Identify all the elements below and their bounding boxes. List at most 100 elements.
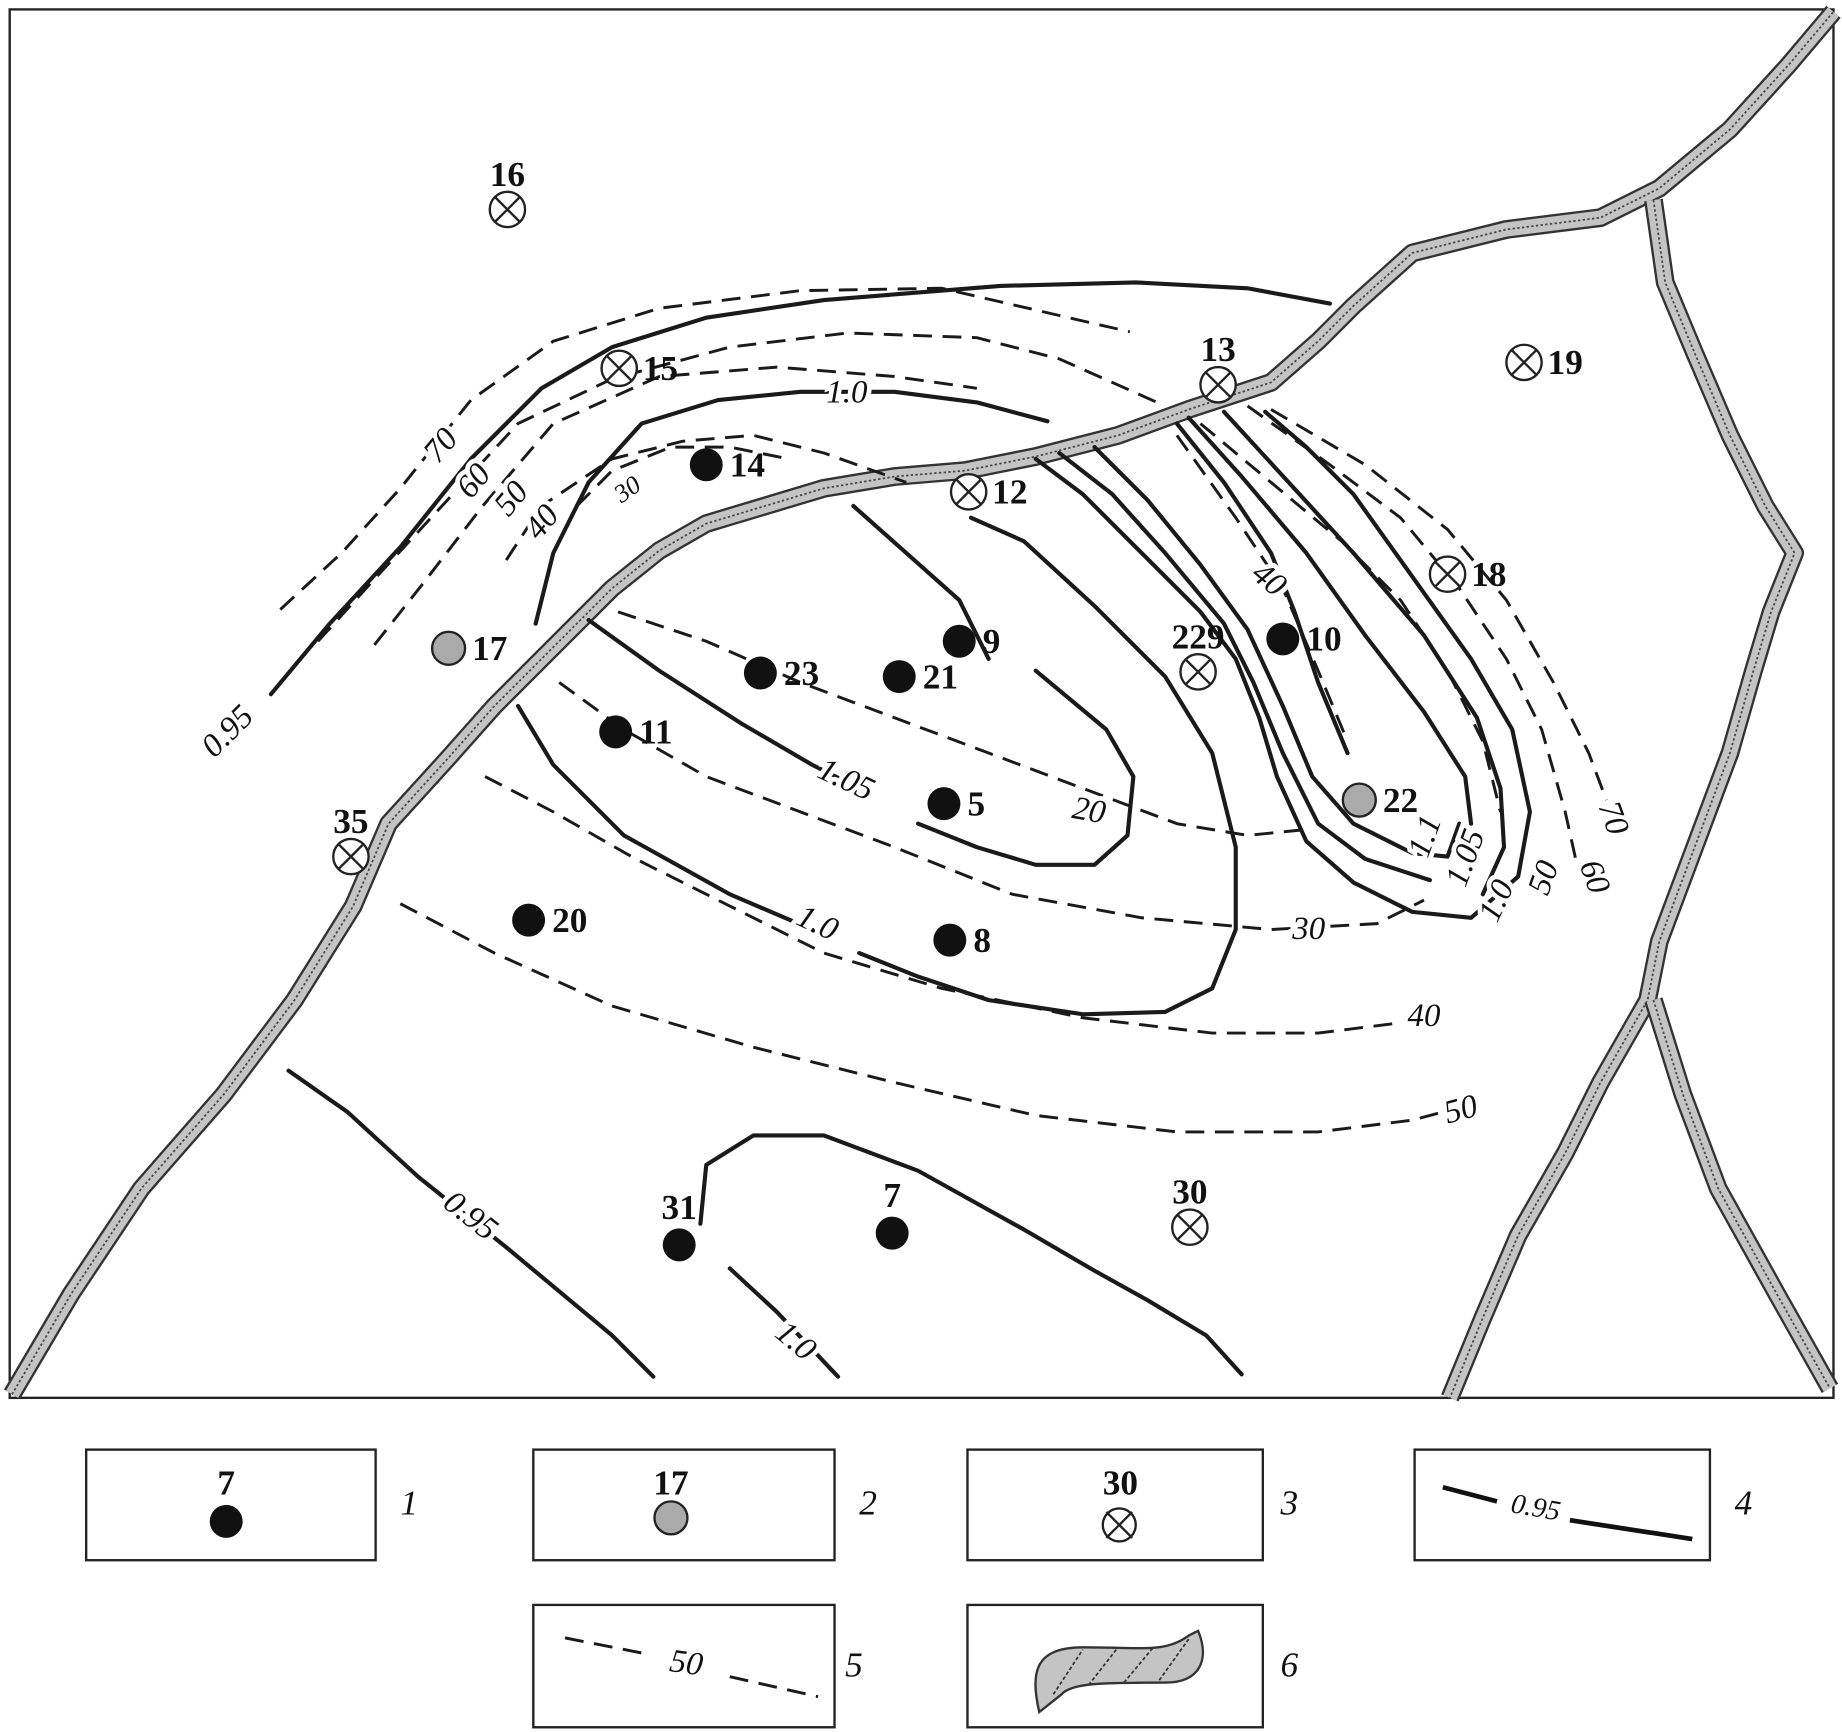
legend-item-dashed-isoline: 50 5: [532, 1603, 863, 1729]
well-label: 16: [490, 155, 525, 194]
well-crossed[interactable]: 229: [1172, 617, 1225, 691]
well-label: 17: [472, 629, 507, 668]
well-productive[interactable]: 9: [942, 622, 1001, 661]
crossed-well-icon: [488, 190, 527, 229]
isoline-label: 20: [1070, 790, 1109, 831]
legend-item-crossed-well: 30 3: [966, 1448, 1298, 1562]
well-productive[interactable]: 20: [512, 901, 587, 940]
well-label: 35: [333, 802, 368, 841]
legend-number: 5: [845, 1646, 863, 1685]
well-productive[interactable]: 8: [933, 921, 991, 960]
well-label: 7: [883, 1176, 901, 1215]
well-label: 31: [662, 1188, 697, 1227]
isoline-label: 30: [608, 470, 647, 509]
isoline-label: 50: [1521, 856, 1566, 900]
well-productive[interactable]: 7: [875, 1176, 909, 1250]
isoline-label: 60: [1572, 855, 1617, 899]
well-label: 5: [967, 784, 985, 823]
legend-item-productive-well: 7 1: [85, 1448, 418, 1562]
river-network: [3, 5, 1841, 1402]
wells: 14 9 23 21 10 11 5 20 8 31 7 17 22 16 15 13 19 12 18 229 35 3…: [332, 155, 1583, 1262]
gray-well-icon: [430, 630, 467, 666]
isoline-label: 1.05: [1439, 825, 1493, 891]
river-band: [1652, 999, 1831, 1389]
well-label: 30: [1172, 1173, 1207, 1212]
well-productive[interactable]: 23: [743, 654, 819, 693]
well-productive[interactable]: 11: [599, 713, 673, 752]
crossed-well-icon: [1505, 343, 1543, 382]
legend-number: 3: [1279, 1483, 1298, 1522]
well-crossed[interactable]: 12: [949, 473, 1027, 512]
isoline-label: 1.0: [768, 1314, 823, 1368]
legend-number: 6: [1280, 1646, 1298, 1685]
isoline-label: 40: [1408, 998, 1441, 1034]
legend-number: 2: [859, 1483, 877, 1522]
well-crossed[interactable]: 18: [1428, 555, 1506, 594]
isoline-label: 70: [417, 421, 466, 470]
well-crossed[interactable]: 15: [600, 349, 678, 388]
contour-labels: 0.95 1.0 1.05 1.1 1.05 1.0 0.95 1.0 1.0 …: [190, 370, 1641, 1373]
crossed-well-icon: [600, 349, 639, 388]
black-well-icon: [882, 660, 916, 694]
well-crossed[interactable]: 16: [488, 155, 527, 229]
well-crossed[interactable]: 30: [1171, 1173, 1209, 1247]
crossed-well-icon: [1179, 653, 1217, 691]
legend: 7 1 17 2 30 3 0.95 4 50 5: [85, 1448, 1752, 1729]
well-label: 21: [923, 657, 958, 696]
crossed-well-icon: [1101, 1507, 1137, 1543]
isoline-label: 1.05: [812, 751, 879, 808]
well-crossed[interactable]: 19: [1505, 343, 1583, 382]
river-swatch-icon: [1034, 1629, 1205, 1715]
well-crossed[interactable]: 35: [332, 802, 370, 876]
well-crossed[interactable]: 13: [1199, 330, 1237, 404]
legend-item-river: 6: [966, 1603, 1298, 1729]
legend-item-gray-well: 17 2: [532, 1448, 877, 1562]
black-well-icon: [512, 903, 546, 937]
well-label: 12: [992, 473, 1027, 512]
well-label: 15: [643, 349, 678, 388]
black-well-icon: [689, 448, 723, 482]
well-productive[interactable]: 5: [927, 784, 985, 823]
well-label: 11: [639, 713, 672, 752]
legend-sample-label: 50: [667, 1643, 705, 1683]
isoline-label: 70: [1591, 796, 1636, 840]
crossed-well-icon: [1171, 1208, 1209, 1247]
black-well-icon: [209, 1504, 243, 1538]
well-label: 13: [1200, 330, 1235, 369]
well-productive[interactable]: 14: [689, 446, 765, 485]
well-label: 229: [1172, 617, 1225, 656]
well-label: 9: [983, 622, 1001, 661]
river-band: [1449, 199, 1796, 1399]
well-gray[interactable]: 22: [1341, 781, 1418, 820]
well-productive[interactable]: 21: [882, 657, 958, 696]
isoline-label: 50: [1440, 1088, 1482, 1131]
well-productive[interactable]: 31: [662, 1188, 697, 1262]
well-gray[interactable]: 17: [430, 629, 507, 668]
black-well-icon: [743, 656, 777, 690]
black-well-icon: [942, 624, 976, 658]
map-frame: [8, 8, 1835, 1400]
black-well-icon: [927, 787, 961, 821]
well-productive[interactable]: 10: [1266, 620, 1342, 659]
well-label: 18: [1471, 555, 1506, 594]
legend-sample-label: 30: [1103, 1463, 1138, 1502]
legend-item-solid-isoline: 0.95 4: [1413, 1448, 1752, 1562]
isoline-label: 1.0: [826, 374, 868, 410]
dashed-isolines: [279, 286, 1608, 1134]
isoline-label: 30: [1291, 911, 1325, 947]
solid-isolines: [268, 280, 1532, 1379]
black-well-icon: [662, 1228, 696, 1262]
gray-well-icon: [653, 1500, 689, 1536]
legend-number: 1: [400, 1483, 418, 1522]
legend-sample-label: 7: [217, 1463, 235, 1502]
black-well-icon: [1266, 622, 1300, 656]
gray-well-icon: [1341, 782, 1377, 818]
well-label: 23: [784, 654, 819, 693]
crossed-well-icon: [332, 837, 370, 876]
legend-sample-label: 17: [653, 1463, 688, 1502]
dashed-line-sample: [564, 1636, 819, 1699]
black-well-icon: [599, 715, 633, 749]
black-well-icon: [933, 923, 967, 957]
river-band: [11, 11, 1835, 1395]
isoline-label: 0.95: [195, 698, 261, 764]
